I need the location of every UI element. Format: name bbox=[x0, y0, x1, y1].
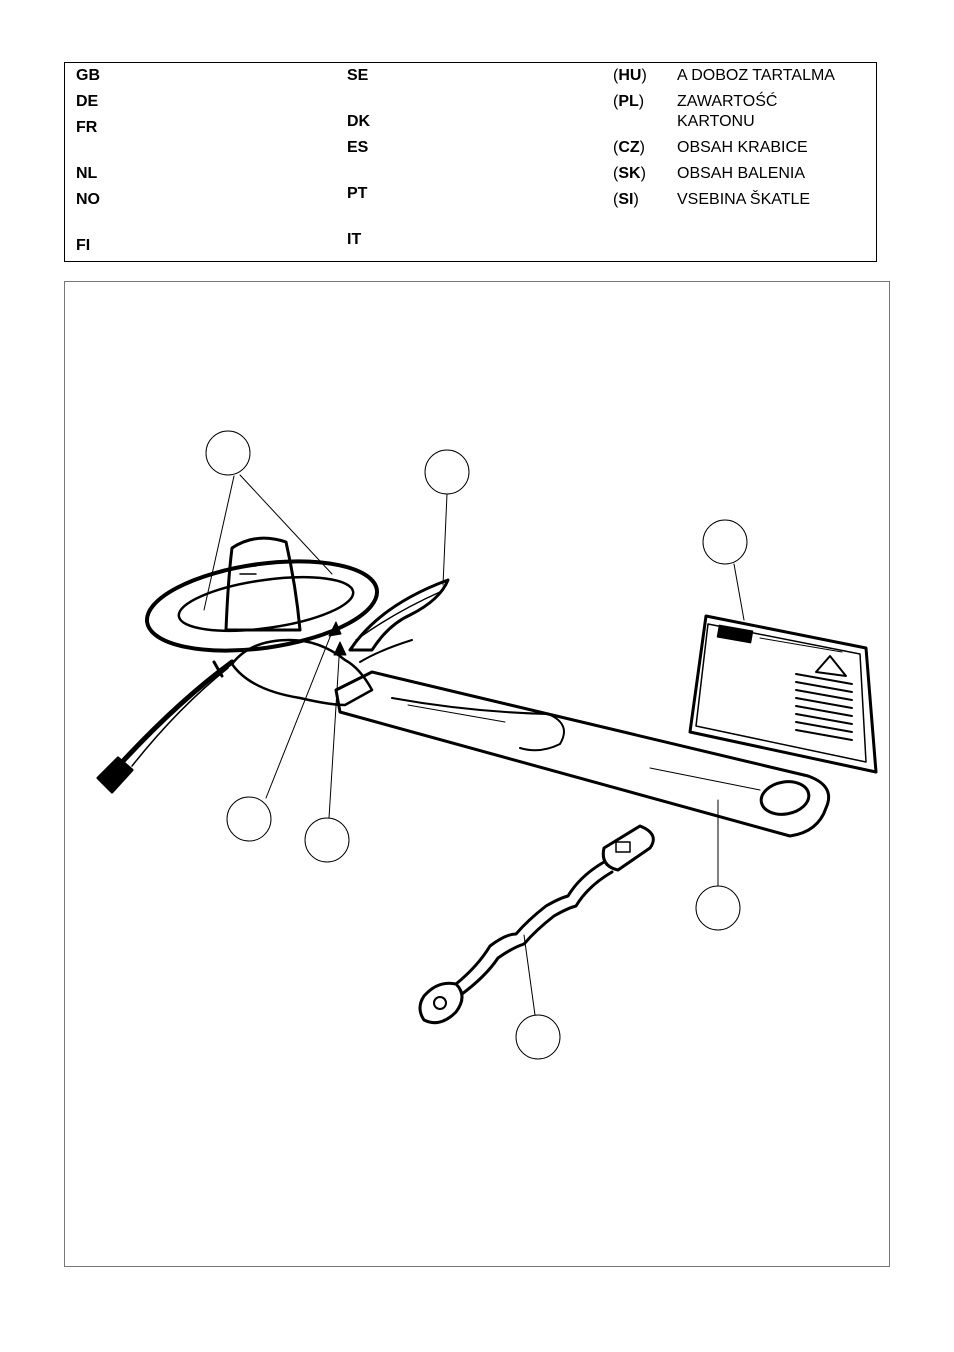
lang-code-se: SE bbox=[347, 67, 369, 84]
lang-code-nl: NL bbox=[76, 165, 98, 182]
lang-code-gb: GB bbox=[76, 67, 100, 84]
lang-code-pt: PT bbox=[347, 185, 368, 202]
lang-label-hu: A DOBOZ TARTALMA bbox=[677, 67, 835, 84]
lang-code-sk-wrap: (SK) bbox=[613, 165, 646, 182]
box-contents-figure-frame bbox=[64, 281, 890, 1267]
lang-code-si-wrap: (SI) bbox=[613, 191, 639, 208]
callout-circle-2 bbox=[424, 449, 470, 495]
callout-leader-lines bbox=[203, 474, 745, 1016]
lang-code-si: SI bbox=[618, 191, 634, 208]
fan-assembly bbox=[144, 536, 450, 707]
instruction-manual bbox=[688, 614, 878, 774]
lang-code-cz-wrap: (CZ) bbox=[613, 139, 645, 156]
lang-code-de: DE bbox=[76, 93, 99, 110]
callout-circle-4 bbox=[226, 796, 272, 842]
lang-code-fr: FR bbox=[76, 119, 98, 136]
lang-code-pl: PL bbox=[618, 93, 639, 110]
callout-circle-6 bbox=[695, 885, 741, 931]
heating-element bbox=[418, 824, 655, 1025]
lang-code-dk: DK bbox=[347, 113, 371, 130]
lang-code-fi: FI bbox=[76, 237, 91, 254]
power-cable bbox=[96, 659, 235, 794]
lang-code-hu-wrap: (HU) bbox=[613, 67, 647, 84]
language-table: GB DE FR NL NO FI SE DK ES PT IT (HU) A … bbox=[64, 62, 877, 262]
lang-code-it: IT bbox=[347, 231, 362, 248]
callout-circle-1 bbox=[205, 430, 251, 476]
rod-cover bbox=[334, 670, 831, 838]
lang-code-hu: HU bbox=[618, 67, 642, 84]
callout-circle-5 bbox=[304, 817, 350, 863]
lang-code-es: ES bbox=[347, 139, 369, 156]
callout-circle-3 bbox=[702, 519, 748, 565]
lang-code-pl-wrap: (PL) bbox=[613, 93, 645, 110]
lang-label-cz: OBSAH KRABICE bbox=[677, 139, 808, 156]
callout-circle-7 bbox=[515, 1014, 561, 1060]
lang-code-no: NO bbox=[76, 191, 100, 208]
lang-label-sk: OBSAH BALENIA bbox=[677, 165, 806, 182]
lang-code-sk: SK bbox=[618, 165, 641, 182]
lang-label-si: VSEBINA ŠKATLE bbox=[677, 191, 811, 208]
lang-label-pl: ZAWARTOŚĆ KARTONU bbox=[677, 93, 778, 130]
lang-code-cz: CZ bbox=[618, 139, 640, 156]
